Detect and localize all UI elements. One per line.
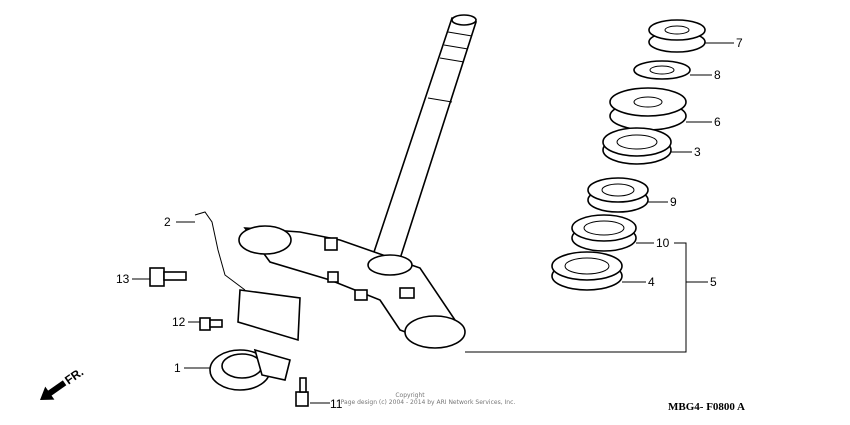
copyright-title: Copyright: [395, 392, 425, 399]
direction-label: FR.: [62, 365, 86, 388]
leader-lines: [132, 42, 734, 404]
lock-washer-8: [633, 60, 691, 80]
callout-5[interactable]: 5: [710, 275, 717, 289]
callout-1[interactable]: 1: [174, 361, 181, 375]
callout-6[interactable]: 6: [714, 115, 721, 129]
callout-13[interactable]: 13: [116, 272, 130, 286]
diagram-code: MBG4- F0800 A: [668, 401, 745, 413]
bolt-13: [149, 267, 187, 287]
callout-9[interactable]: 9: [670, 195, 677, 209]
lock-nut-7: [648, 19, 706, 53]
callout-2[interactable]: 2: [164, 215, 171, 229]
bearing-race-9: [587, 177, 649, 213]
callout-3[interactable]: 3: [694, 145, 701, 159]
dust-seal-3: [602, 127, 672, 165]
callout-12[interactable]: 12: [172, 315, 186, 329]
callout-8[interactable]: 8: [714, 68, 721, 82]
horn: [209, 348, 291, 391]
front-direction-arrow-icon: FR.: [40, 365, 86, 400]
adjusting-nut-6: [609, 87, 687, 131]
wire-clip: [194, 211, 301, 342]
callout-4[interactable]: 4: [648, 275, 655, 289]
callout-7[interactable]: 7: [736, 36, 743, 50]
callout-11[interactable]: 11: [330, 397, 343, 411]
steering-stem: [370, 14, 478, 266]
bolt-11: [295, 377, 309, 407]
callout-10[interactable]: 10: [656, 236, 670, 250]
bolt-12: [199, 317, 223, 331]
bottom-bridge: [238, 225, 466, 349]
steel-ball-bearing-10: [571, 214, 637, 252]
copyright-text: Page design (c) 2004 - 2014 by ARI Netwo…: [341, 399, 516, 406]
bottom-race-4: [551, 251, 623, 291]
